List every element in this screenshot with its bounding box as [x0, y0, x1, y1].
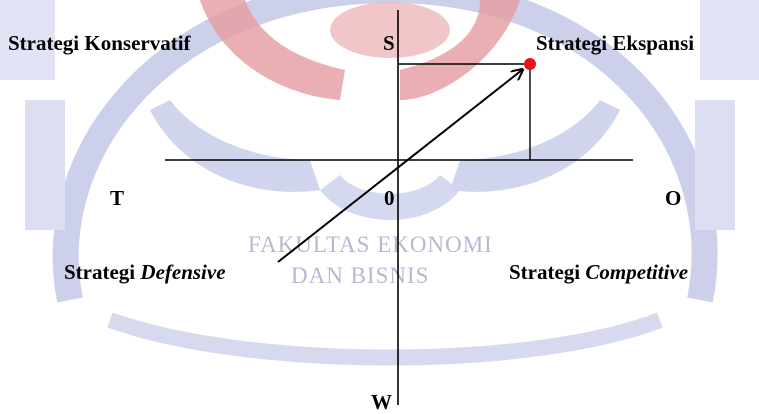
axis-label-right: O	[665, 186, 682, 210]
position-point	[524, 58, 536, 70]
seal-outer-arc	[52, 0, 718, 303]
label-bottom-left-italic: Defensive	[140, 260, 226, 284]
label-bottom-left-prefix: Strategi	[64, 260, 141, 284]
seal-left-block	[0, 0, 55, 80]
seal-blue-right-post	[695, 100, 735, 230]
seal-red-band-left	[200, 0, 345, 100]
seal-blue-wing-right	[450, 100, 620, 192]
label-top-left-quadrant: Strategi Konservatif	[8, 31, 191, 55]
watermark-line2: DAN BISNIS	[291, 263, 430, 288]
label-bottom-left-quadrant: Strategi Defensive	[64, 262, 226, 283]
seal-bottom-arc	[107, 312, 663, 366]
axis-label-left: T	[110, 186, 125, 210]
seal-blue-center	[320, 175, 460, 220]
label-bottom-right-quadrant: Strategi Competitive	[509, 262, 688, 283]
label-bottom-right-italic: Competitive	[585, 260, 689, 284]
label-bottom-right-prefix: Strategi	[509, 260, 586, 284]
axis-label-origin: 0	[384, 186, 395, 210]
strategy-arrow	[277, 70, 522, 263]
seal-right-block	[700, 0, 759, 80]
label-top-right-quadrant: Strategi Ekspansi	[536, 31, 695, 55]
seal-red-band-right	[400, 0, 520, 100]
axis-label-top: S	[383, 31, 395, 55]
axis-label-bottom: W	[371, 390, 392, 414]
seal-red-center	[330, 2, 450, 58]
seal-blue-wing-left	[150, 100, 320, 192]
seal-blue-left-post	[25, 100, 65, 230]
